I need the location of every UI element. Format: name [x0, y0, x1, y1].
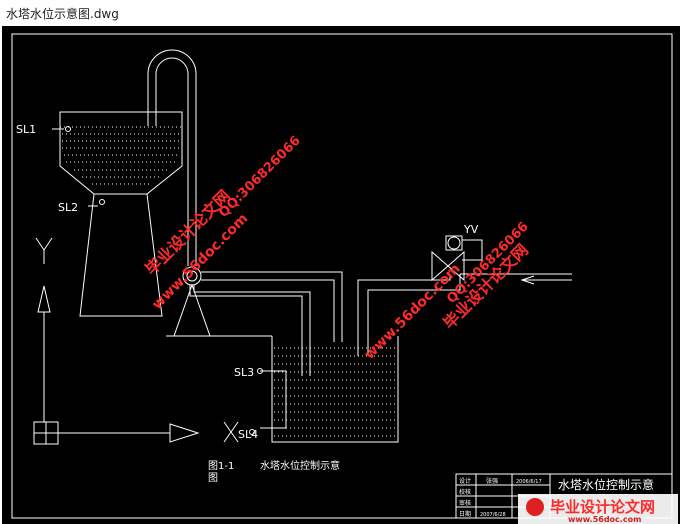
title-block-label-3: 日期 [459, 510, 471, 518]
supply-pipe [147, 49, 197, 266]
sl4-label: SL4 [238, 428, 258, 441]
pump [166, 266, 272, 337]
inlet-pipe [357, 273, 572, 356]
level-probe-wire [260, 370, 287, 429]
sl1-label: SL1 [16, 123, 36, 136]
sl3-label: SL3 [234, 366, 254, 379]
figure-number: 图1-1 [208, 460, 234, 472]
window-title: 水塔水位示意图.dwg [6, 7, 119, 21]
watermark-qq-text-left: QQ:306826066 [216, 133, 303, 220]
ucs-icon [33, 237, 200, 445]
cad-drawing-canvas[interactable]: SL1 SL2 SL3 SL4 YV 图1-1 图 水塔水位控制示意 水塔水位控… [2, 26, 680, 524]
title-block-date: 2006/6/17 [516, 479, 542, 485]
brand-logo-text: 毕业设计论文网 [550, 498, 655, 516]
drawing-frame [11, 33, 673, 519]
window-title-bar: 水塔水位示意图.dwg [0, 0, 682, 26]
title-block-heading: 水塔水位控制示意 [558, 477, 654, 492]
solenoid-valve [431, 235, 483, 282]
tower-stand [79, 193, 163, 317]
tower-tank [59, 111, 183, 195]
title-block-value-0: 张强 [486, 477, 498, 485]
figure-number-2: 图 [208, 472, 218, 484]
brand-logo: 毕业设计论文网 www.56doc.com [518, 494, 678, 524]
figure-caption: 水塔水位控制示意 [260, 459, 340, 472]
sl4-marker [223, 421, 239, 443]
sl2-label: SL2 [58, 201, 78, 214]
pump-to-reservoir-pipe [189, 271, 343, 376]
title-block-label-0: 设计 [459, 477, 471, 485]
valve-label: YV [463, 223, 479, 236]
title-block-value-3: 2007/6/28 [480, 512, 506, 518]
brand-logo-url: www.56doc.com [568, 515, 641, 524]
title-block-label-1: 校核 [459, 488, 471, 496]
reservoir [271, 336, 399, 443]
title-block-label-2: 审核 [459, 499, 471, 507]
inflow-arrow [520, 275, 572, 285]
watermark-qq-left: QQ:306826066 [216, 133, 303, 220]
cad-drawing: SL1 SL2 SL3 SL4 YV 图1-1 图 水塔水位控制示意 水塔水位控… [11, 33, 678, 524]
